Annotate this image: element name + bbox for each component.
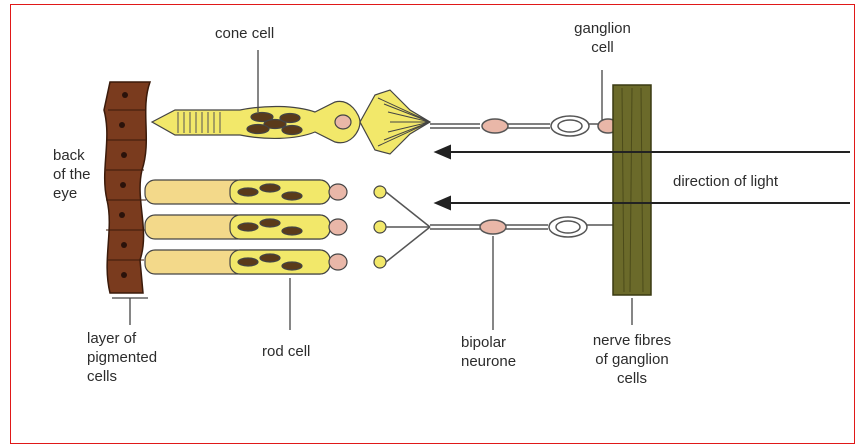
label-rod-cell: rod cell [262, 342, 310, 361]
label-layer-line3: cells [87, 367, 157, 386]
label-nerve-line1: nerve fibres [572, 331, 692, 350]
label-pigmented-layer: layer of pigmented cells [87, 329, 157, 386]
label-nerve-line3: cells [572, 369, 692, 388]
nerve-fibres-band [613, 85, 651, 295]
label-layer-line2: pigmented [87, 348, 157, 367]
upper-neural-path [430, 116, 618, 136]
label-back-line3: eye [53, 184, 91, 203]
label-layer-line1: layer of [87, 329, 157, 348]
label-back-line2: of the [53, 165, 91, 184]
label-ganglion-line1: ganglion [565, 19, 640, 38]
label-back-line1: back [53, 146, 91, 165]
label-bipolar-neurone: bipolar neurone [461, 333, 516, 371]
label-direction-of-light: direction of light [670, 172, 781, 191]
rod-cell-3 [145, 250, 386, 274]
pigmented-cells-layer [104, 82, 150, 293]
retina-diagram: cone cell ganglion cell back of the eye … [0, 0, 861, 435]
label-cone-cell: cone cell [215, 24, 274, 43]
label-nerve-line2: of ganglion [572, 350, 692, 369]
rod-cells [145, 180, 430, 274]
rod-cell-1 [145, 180, 386, 204]
rod-cell-2 [145, 215, 386, 239]
cone-cell-shape [152, 90, 430, 154]
label-bipolar-line2: neurone [461, 352, 516, 371]
label-bipolar-line1: bipolar [461, 333, 516, 352]
label-back-of-the-eye: back of the eye [53, 146, 91, 203]
label-ganglion-line2: cell [565, 38, 640, 57]
label-nerve-fibres: nerve fibres of ganglion cells [572, 331, 692, 388]
label-ganglion-cell: ganglion cell [565, 19, 640, 57]
lower-neural-path [430, 217, 615, 237]
